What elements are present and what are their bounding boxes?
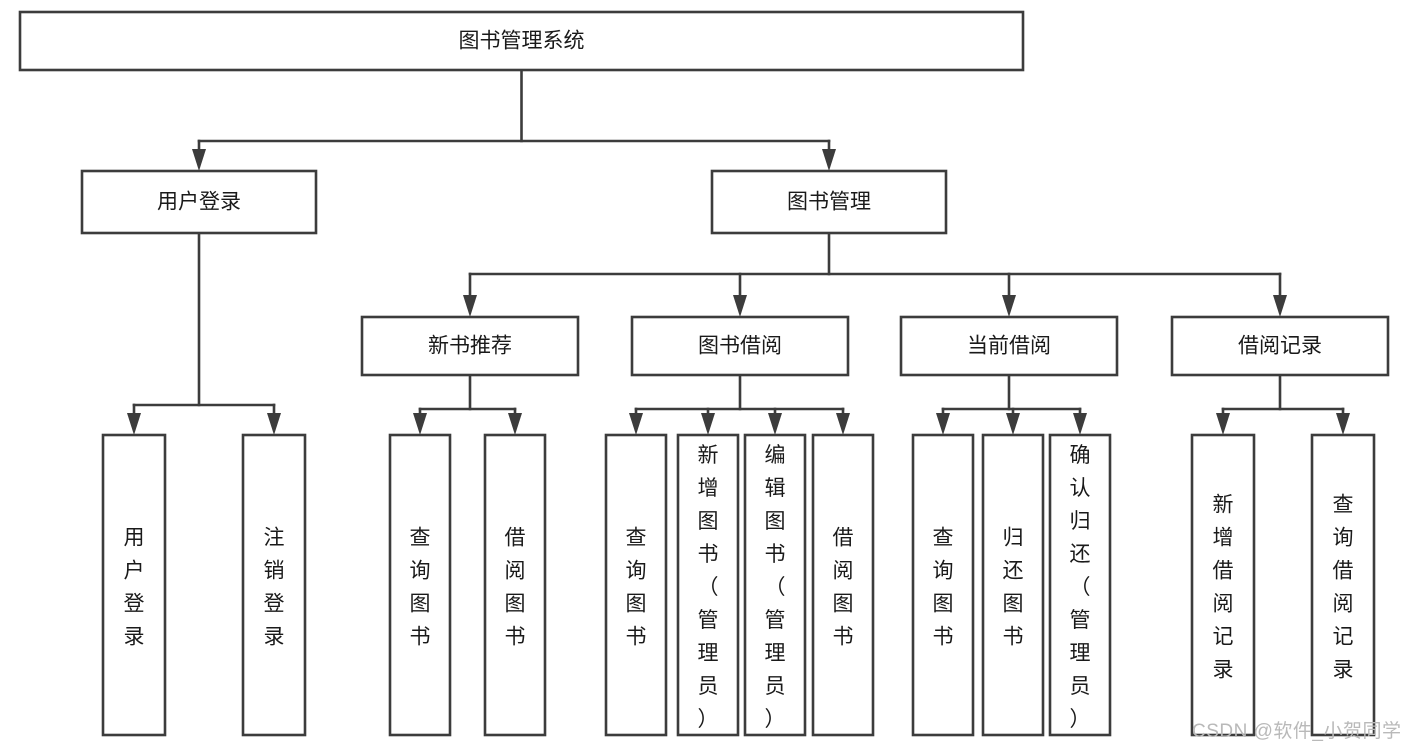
arrow-head-icon <box>822 149 836 171</box>
node-label: 图书管理系统 <box>459 30 585 53</box>
node-box[interactable] <box>101 433 167 737</box>
node-label: 借阅记录 <box>1238 335 1322 358</box>
node-box[interactable] <box>811 433 875 737</box>
node-label: 注销登录 <box>264 527 285 649</box>
arrow-head-icon <box>1002 295 1016 317</box>
node-label: 当前借阅 <box>967 335 1051 358</box>
node-query-book-1[interactable]: 查询图书 <box>388 433 452 737</box>
arrow-head-icon <box>936 413 950 435</box>
arrow-head-icon <box>508 413 522 435</box>
node-box[interactable] <box>981 433 1045 737</box>
node-box[interactable] <box>1170 315 1390 377</box>
node-query-book-2[interactable]: 查询图书 <box>604 433 668 737</box>
connector-layer <box>127 68 1350 435</box>
node-edit-book[interactable]: 编辑图书（管理员） <box>743 433 807 737</box>
arrow-head-icon <box>1006 413 1020 435</box>
node-confirm-return[interactable]: 确认归还（管理员） <box>1048 433 1112 737</box>
node-label: 查询图书 <box>933 527 954 649</box>
node-label: 新增图书（管理员） <box>698 444 719 731</box>
node-label: 图书借阅 <box>698 335 782 358</box>
node-new-book-recommend[interactable]: 新书推荐 <box>360 315 580 377</box>
node-label: 查询图书 <box>626 527 647 649</box>
node-box[interactable] <box>1190 433 1256 737</box>
node-box[interactable] <box>710 169 948 235</box>
node-label: 编辑图书（管理员） <box>765 444 786 731</box>
node-query-borrow-record[interactable]: 查询借阅记录 <box>1310 433 1376 737</box>
node-user-login[interactable]: 用户登录 <box>80 169 318 235</box>
node-box[interactable] <box>630 315 850 377</box>
arrow-head-icon <box>701 413 715 435</box>
node-user-login-do[interactable]: 用户登录 <box>101 433 167 737</box>
arrow-head-icon <box>127 413 141 435</box>
arrow-head-icon <box>192 149 206 171</box>
node-label: 新增借阅记录 <box>1213 494 1234 682</box>
node-box[interactable] <box>743 433 807 737</box>
node-box[interactable] <box>360 315 580 377</box>
node-label: 用户登录 <box>157 191 241 214</box>
node-label: 归还图书 <box>1003 527 1024 649</box>
node-add-book[interactable]: 新增图书（管理员） <box>676 433 740 737</box>
node-borrow-book-2[interactable]: 借阅图书 <box>811 433 875 737</box>
node-box[interactable] <box>676 433 740 737</box>
node-box[interactable] <box>1048 433 1112 737</box>
node-query-book-3[interactable]: 查询图书 <box>911 433 975 737</box>
arrow-head-icon <box>1216 413 1230 435</box>
node-current-borrow[interactable]: 当前借阅 <box>899 315 1119 377</box>
node-user-logout[interactable]: 注销登录 <box>241 433 307 737</box>
node-return-book[interactable]: 归还图书 <box>981 433 1045 737</box>
node-root[interactable]: 图书管理系统 <box>18 10 1025 72</box>
node-borrow-record[interactable]: 借阅记录 <box>1170 315 1390 377</box>
node-label: 确认归还（管理员） <box>1070 444 1091 731</box>
node-box[interactable] <box>241 433 307 737</box>
arrow-head-icon <box>1273 295 1287 317</box>
arrow-head-icon <box>733 295 747 317</box>
node-box[interactable] <box>899 315 1119 377</box>
arrow-head-icon <box>836 413 850 435</box>
arrow-head-icon <box>768 413 782 435</box>
node-box[interactable] <box>604 433 668 737</box>
arrow-head-icon <box>1336 413 1350 435</box>
arrow-head-icon <box>413 413 427 435</box>
node-box[interactable] <box>1310 433 1376 737</box>
node-box[interactable] <box>18 10 1025 72</box>
node-box[interactable] <box>911 433 975 737</box>
node-label: 查询借阅记录 <box>1333 494 1354 682</box>
node-add-borrow-record[interactable]: 新增借阅记录 <box>1190 433 1256 737</box>
node-book-manage[interactable]: 图书管理 <box>710 169 948 235</box>
node-book-borrow[interactable]: 图书借阅 <box>630 315 850 377</box>
node-label: 图书管理 <box>787 191 871 214</box>
node-label: 用户登录 <box>124 527 145 649</box>
arrow-head-icon <box>629 413 643 435</box>
node-borrow-book-1[interactable]: 借阅图书 <box>483 433 547 737</box>
node-box[interactable] <box>483 433 547 737</box>
arrow-head-icon <box>267 413 281 435</box>
arrow-head-icon <box>463 295 477 317</box>
node-layer: 图书管理系统用户登录图书管理新书推荐图书借阅当前借阅借阅记录用户登录注销登录查询… <box>18 10 1390 737</box>
node-box[interactable] <box>80 169 318 235</box>
node-label: 查询图书 <box>410 527 431 649</box>
node-box[interactable] <box>388 433 452 737</box>
node-label: 借阅图书 <box>833 527 854 649</box>
node-label: 新书推荐 <box>428 335 512 358</box>
arrow-head-icon <box>1073 413 1087 435</box>
node-label: 借阅图书 <box>505 527 526 649</box>
